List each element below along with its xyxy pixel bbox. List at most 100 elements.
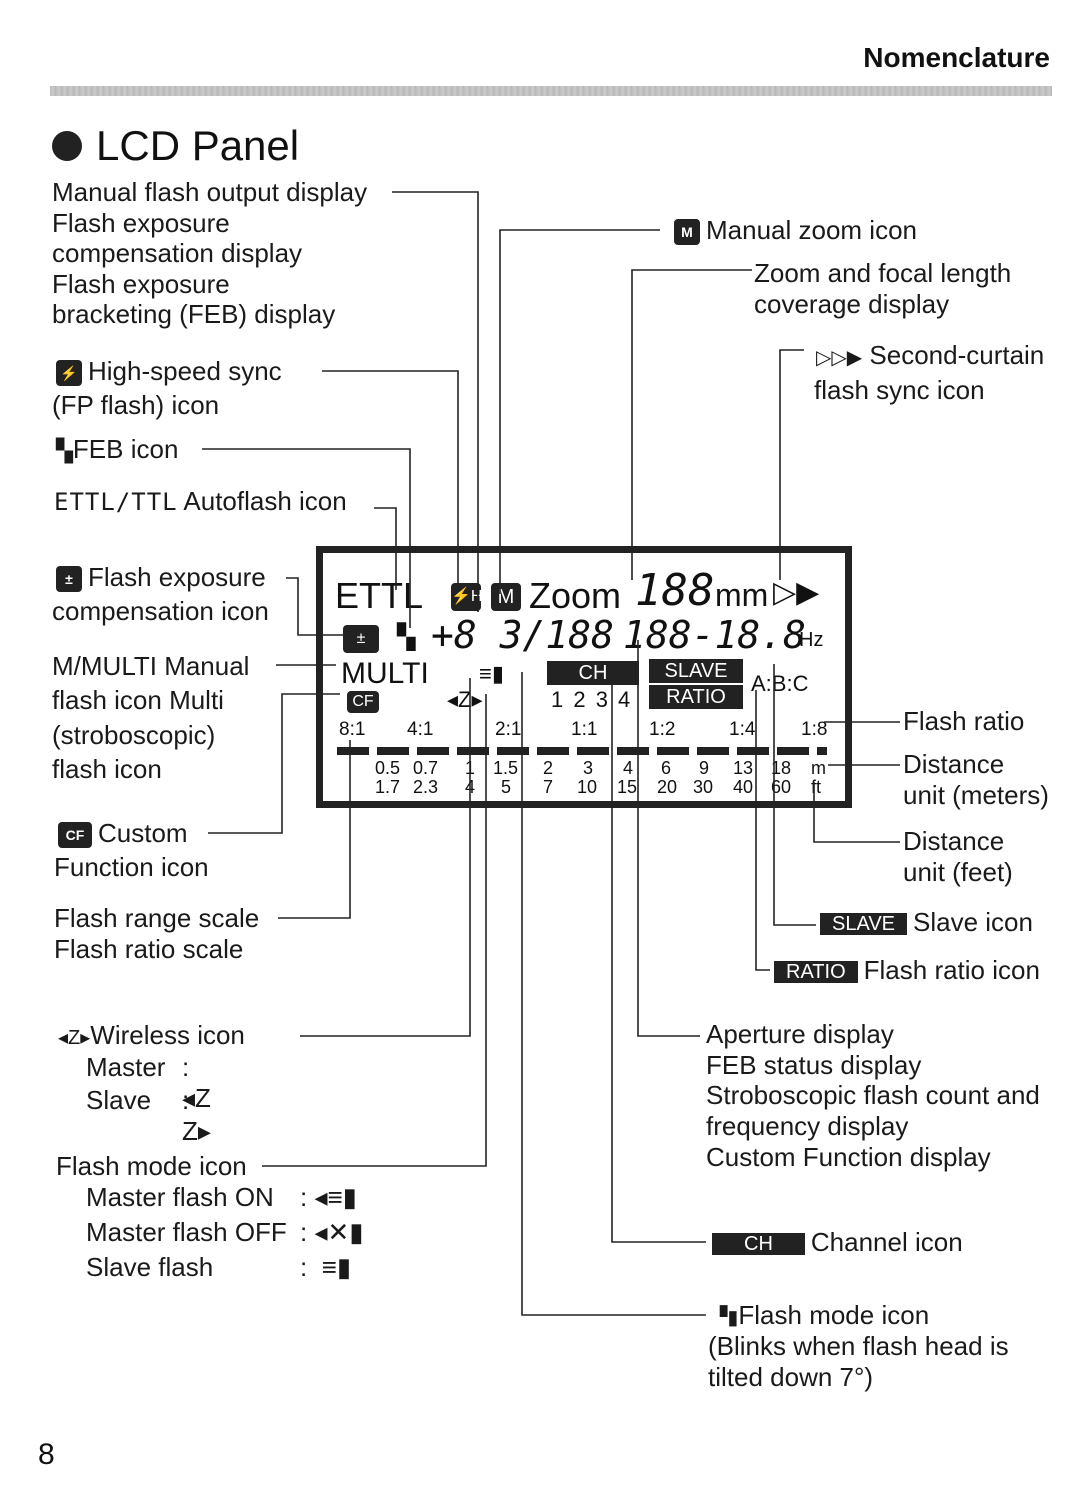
ratio-tick: 1:8 <box>801 719 828 740</box>
lcd-distance-scale: 0.5 0.7 1 1.5 2 3 4 6 9 13 18 m 1.7 2.3 … <box>331 759 837 799</box>
second-curtain-icon: ▷▷▶ <box>816 347 863 369</box>
lcd-range-bar <box>337 747 827 755</box>
label-hss-2: (FP flash) icon <box>52 390 220 420</box>
label-dist-m-2: unit (meters) <box>903 780 1049 810</box>
meter-tick: 18 <box>771 758 792 778</box>
slave-badge: SLAVE <box>820 913 907 936</box>
cf-icon: CF <box>58 822 92 849</box>
label-aperture-2: FEB status display <box>706 1050 922 1080</box>
feet-tick: 1.7 <box>375 777 401 797</box>
label-dist-m-1: Distance <box>903 749 1005 779</box>
lcd-ratio-scale: 8:1 4:1 2:1 1:1 1:2 1:4 1:8 <box>331 719 837 743</box>
label-fec-icon: ±Flash exposure <box>56 562 266 593</box>
header-rule <box>50 86 1052 96</box>
label-mode-icon-2: (Blinks when flash head is <box>708 1331 1009 1361</box>
lcd-fec-digits: +8 3/188 <box>431 613 615 657</box>
meter-tick: 0.5 <box>375 758 401 778</box>
lcd-ettl: ETTL <box>335 575 424 616</box>
ratio-tick: 1:4 <box>729 719 756 740</box>
lcd-aperture-digits: 188-18.8 <box>623 613 807 657</box>
feet-tick: 5 <box>501 777 512 797</box>
page-number: 8 <box>38 1438 55 1471</box>
ratio-tick: 1:2 <box>649 719 676 740</box>
lcd-ch: CH <box>547 661 639 685</box>
lcd-abc: A:B:C <box>751 671 809 696</box>
label-dist-ft-1: Distance <box>903 826 1005 856</box>
meter-tick: 3 <box>583 758 594 778</box>
label-aperture-5: Custom Function display <box>706 1142 991 1172</box>
ratio-tick: 2:1 <box>495 719 522 740</box>
meter-tick: 2 <box>543 758 554 778</box>
label-fec-display-2: compensation display <box>52 238 303 268</box>
label-fec-icon-2: compensation icon <box>52 596 269 626</box>
lcd-manual-zoom-icon: M <box>491 583 521 611</box>
lcd-feb-icon: ▚ <box>397 624 416 651</box>
label-feb-display-2: bracketing (FEB) display <box>52 299 336 329</box>
bullet-icon <box>52 131 82 161</box>
label-manual-output: Manual flash output display <box>52 177 368 207</box>
meter-tick: 1.5 <box>493 758 519 778</box>
label-multi-4: flash icon <box>52 754 162 784</box>
feb-icon: ▚ <box>56 438 73 463</box>
lcd-second-curtain-icon: ▷▶ <box>773 576 820 609</box>
ratio-tick: 4:1 <box>407 719 434 740</box>
label-dist-ft-2: unit (feet) <box>903 857 1013 887</box>
lcd-wireless-icon: ◂Z▸ <box>447 687 483 712</box>
ratio-tick: 1:1 <box>571 719 598 740</box>
flash-mode-icon: ▝▮ <box>712 1307 739 1329</box>
feet-tick: 2.3 <box>413 777 439 797</box>
label-aperture-4: frequency display <box>706 1111 909 1141</box>
lcd-cf-icon: CF <box>347 691 379 713</box>
lcd-slave: SLAVE <box>649 659 743 683</box>
ch-badge: CH <box>712 1233 805 1256</box>
feet-unit: ft <box>811 777 822 797</box>
label-aperture-1: Aperture display <box>706 1019 894 1049</box>
label-multi: M/MULTI Manual <box>52 651 250 681</box>
label-multi-2: flash icon Multi <box>52 685 224 715</box>
meter-unit: m <box>811 758 826 778</box>
label-mode-icon-3: tilted down 7°) <box>708 1362 874 1392</box>
label-master: Master: ◂Z <box>86 1052 211 1113</box>
label-ratio-scale: Flash ratio scale <box>54 934 244 964</box>
wireless-icon: ◂Z▸ <box>58 1027 91 1049</box>
feet-tick: 10 <box>577 777 598 797</box>
lcd-hz: Hz <box>799 629 824 651</box>
label-ettl: ETTL/TTL Autoflash icon <box>54 486 347 516</box>
lcd-fec-icon: ± <box>343 625 379 653</box>
ratio-tick: 8:1 <box>339 719 366 740</box>
label-custom-2: Function icon <box>54 852 209 882</box>
lcd-zoom-digits: 188 <box>635 565 715 616</box>
meter-tick: 0.7 <box>413 758 439 778</box>
lcd-flash-mode-icon: ≡▮ <box>479 661 504 686</box>
label-second-curtain: ▷▷▶ Second-curtain <box>816 340 1045 370</box>
feet-tick: 7 <box>543 777 554 797</box>
feet-tick: 60 <box>771 777 792 797</box>
ratio-badge: RATIO <box>774 961 858 984</box>
meter-tick: 6 <box>661 758 672 778</box>
label-slave: Slave: Z▸ <box>86 1085 211 1146</box>
label-feb-icon: ▚FEB icon <box>56 434 179 464</box>
high-speed-sync-icon: ⚡ <box>56 360 82 387</box>
label-feb-display-1: Flash exposure <box>52 269 230 299</box>
feet-tick: 20 <box>657 777 678 797</box>
label-range-scale: Flash range scale <box>54 903 260 933</box>
lcd-multi: MULTI <box>341 657 429 690</box>
label-zoom-2: coverage display <box>754 289 950 319</box>
lcd-ratio: RATIO <box>649 685 743 709</box>
feet-tick: 15 <box>617 777 638 797</box>
label-slave-flash: Slave flash: ≡▮ <box>86 1252 352 1282</box>
meter-tick: 13 <box>733 758 754 778</box>
manual-zoom-icon: M <box>674 219 700 246</box>
lcd-channels: 1 2 3 4 <box>551 687 633 712</box>
feet-tick: 30 <box>693 777 714 797</box>
page-title: LCD Panel <box>52 122 299 170</box>
label-second-curtain-2: flash sync icon <box>814 375 985 405</box>
label-flash-ratio: Flash ratio <box>903 706 1025 736</box>
label-fec-display-1: Flash exposure <box>52 208 230 238</box>
page-title-text: LCD Panel <box>96 122 300 169</box>
lcd-mm: mm <box>715 577 769 613</box>
